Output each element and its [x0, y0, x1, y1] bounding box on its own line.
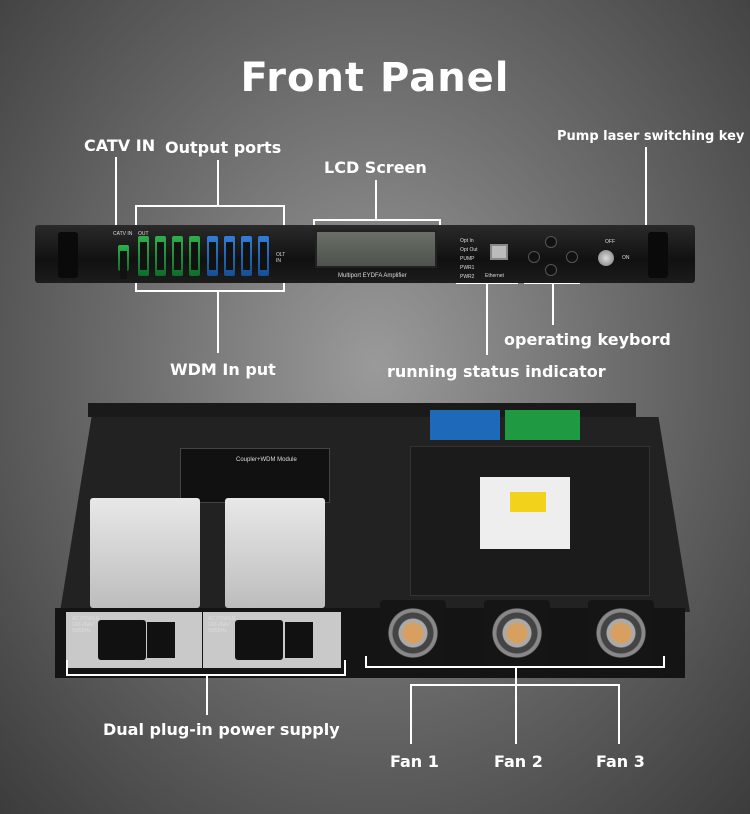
coupler-wdm-module	[180, 448, 330, 503]
callout-bracket	[66, 660, 346, 676]
power-socket	[98, 620, 146, 660]
catv-text: CATV IN	[113, 231, 133, 237]
pump-key-switch[interactable]	[598, 250, 614, 266]
fan-icon	[596, 608, 646, 658]
output-port	[189, 236, 200, 276]
label-pump-key: Pump laser switching key	[557, 129, 745, 144]
freq-text: 50/60Hz	[72, 628, 91, 634]
ethernet-port	[490, 244, 508, 260]
output-port	[172, 236, 183, 276]
rack-handle	[58, 232, 78, 278]
label-dual-power: Dual plug-in power supply	[103, 720, 340, 739]
power-switch[interactable]	[285, 622, 313, 658]
callout-line	[375, 180, 377, 220]
green-ports-rear	[505, 410, 580, 440]
key-right[interactable]	[566, 251, 578, 263]
label-fan-3: Fan 3	[596, 752, 645, 771]
label-fan-1: Fan 1	[390, 752, 439, 771]
status-leds: Opt In Opt Out PUMP PWR1 PWR2	[460, 238, 478, 283]
callout-line	[486, 283, 488, 355]
key-down[interactable]	[545, 264, 557, 276]
callout-line	[115, 157, 117, 227]
led-opt-out: Opt Out	[460, 247, 478, 253]
led-pump: PUMP	[460, 256, 475, 262]
ethernet-label: Ethernet	[485, 273, 504, 279]
laser-warning-sticker	[510, 492, 546, 512]
off-label: OFF	[605, 239, 615, 245]
led-pwr1: PWR1	[460, 265, 475, 271]
label-catv-in: CATV IN	[84, 136, 156, 155]
label-operating-keyboard: operating keybord	[504, 330, 671, 349]
callout-line	[515, 684, 517, 744]
ac-power-text: AC POWER	[208, 616, 236, 622]
ac-power-text: AC POWER	[72, 616, 100, 622]
label-fan-2: Fan 2	[494, 752, 543, 771]
rack-handle	[648, 232, 668, 278]
power-socket	[235, 620, 283, 660]
led-opt-in: Opt In	[460, 238, 474, 244]
callout-bracket	[135, 205, 285, 227]
output-port	[258, 236, 269, 276]
warning-label	[480, 477, 570, 549]
led-pwr2: PWR2	[460, 274, 475, 280]
output-port	[207, 236, 218, 276]
olt-in-text: OLT IN	[276, 252, 286, 264]
model-name: Multiport EYDFA Amplifier	[338, 273, 407, 279]
callout-line	[206, 675, 208, 715]
fan-icon	[492, 608, 542, 658]
voltage-text: 100-264V	[72, 622, 94, 628]
fan-3	[588, 600, 654, 666]
label-status-indicator: running status indicator	[387, 362, 606, 381]
key-left[interactable]	[528, 251, 540, 263]
callout-line	[515, 667, 517, 685]
lcd-screen	[315, 230, 437, 268]
out-text: OUT	[138, 231, 149, 237]
voltage-text: 100-264V	[208, 622, 230, 628]
label-lcd-screen: LCD Screen	[324, 158, 427, 177]
label-wdm-input: WDM In put	[170, 360, 276, 379]
callout-line	[217, 291, 219, 353]
output-port	[224, 236, 235, 276]
output-port	[155, 236, 166, 276]
fan-2	[484, 600, 550, 666]
output-port	[138, 236, 149, 276]
blue-ports-rear	[430, 410, 500, 440]
fan-icon	[388, 608, 438, 658]
freq-text: 50/60Hz	[208, 628, 227, 634]
callout-line	[552, 283, 554, 325]
page-title: Front Panel	[240, 55, 510, 101]
module-label: Coupler+WDM Module	[236, 457, 297, 463]
power-supply-1	[90, 498, 200, 608]
callout-line	[217, 160, 219, 206]
callout-line	[645, 147, 647, 228]
power-supply-2	[225, 498, 325, 608]
output-port	[241, 236, 252, 276]
key-up[interactable]	[545, 236, 557, 248]
fan-1	[380, 600, 446, 666]
catv-in-port	[118, 245, 129, 279]
on-label: ON	[622, 255, 630, 261]
label-output-ports: Output ports	[165, 138, 282, 157]
power-switch[interactable]	[147, 622, 175, 658]
